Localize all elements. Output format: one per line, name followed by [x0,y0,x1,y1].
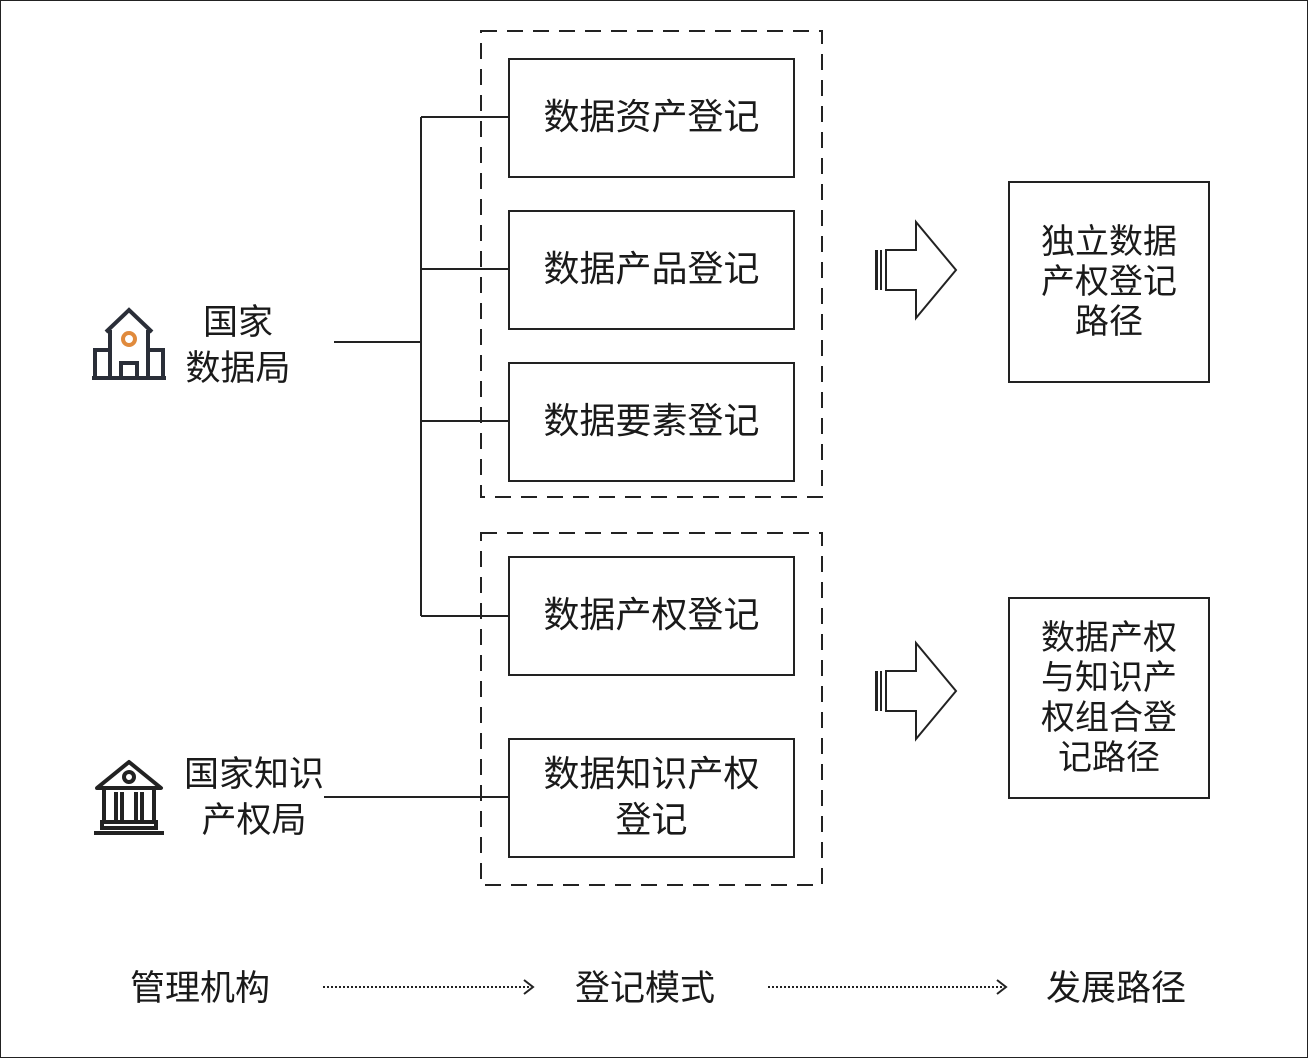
flow-arrowhead-1 [523,979,535,995]
legend-development-path: 发展路径 [1046,969,1187,1009]
legend-registration-mode: 登记模式 [575,969,716,1009]
group2-dashed-border [480,532,823,886]
mode-label: 数据知识产权 登记 [543,754,760,841]
path-box-independent: 独立数据 产权登记 路径 [1008,181,1210,383]
path-label: 独立数据 产权登记 路径 [1041,222,1177,342]
mode-label: 数据产权登记 [543,595,760,636]
agency-national-ip-administration: 国家知识 产权局 [178,752,330,844]
mode-box-data-element: 数据要素登记 [508,362,795,482]
agency-label: 国家知识 产权局 [183,755,324,841]
courthouse-icon [94,760,164,835]
arrow-right-icon-2 [875,640,958,742]
path-box-combined: 数据产权 与知识产 权组合登 记路径 [1008,597,1210,799]
mode-label: 数据资产登记 [543,97,760,138]
flow-arrowhead-2 [996,979,1008,995]
mode-box-data-property-right: 数据产权登记 [508,556,795,676]
agency-national-data-bureau: 国家 数据局 [180,300,296,392]
mode-box-data-product: 数据产品登记 [508,210,795,330]
legend-management-agency: 管理机构 [130,969,271,1009]
path-label: 数据产权 与知识产 权组合登 记路径 [1041,618,1177,778]
mode-label: 数据要素登记 [543,401,760,442]
agency-label: 国家 数据局 [185,303,291,389]
mode-box-data-asset: 数据资产登记 [508,58,795,178]
arrow-right-icon-1 [875,219,958,321]
mode-box-data-ip: 数据知识产权 登记 [508,738,795,858]
government-building-icon [92,307,166,380]
group1-dashed-border [480,30,823,498]
mode-label: 数据产品登记 [543,249,760,290]
